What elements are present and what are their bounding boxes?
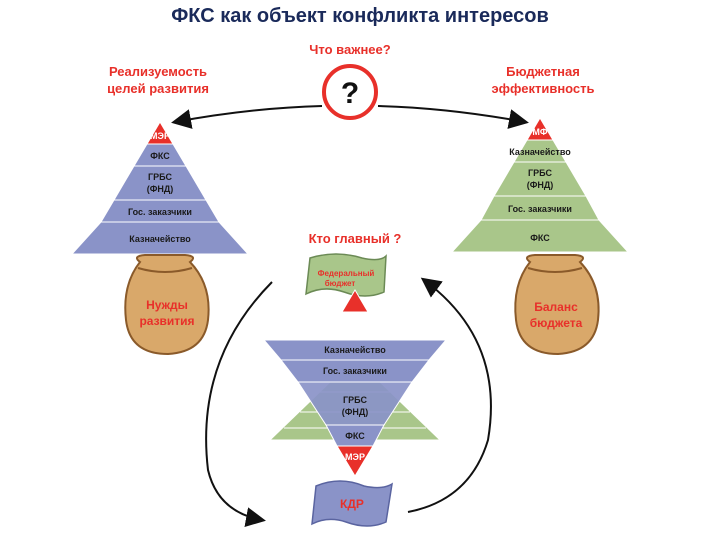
center-tier-fnd: (ФНД)	[342, 407, 369, 417]
federal-budget-scroll: Федеральный бюджет	[305, 253, 387, 297]
left-goal-line1: Реализуемость	[109, 64, 207, 79]
slide-title: ФКС как объект конфликта интересов	[171, 5, 549, 27]
left-pyramid-tier-5	[70, 221, 250, 255]
center-tier-customers: Гос. заказчики	[323, 366, 387, 376]
arrow-right-up	[407, 277, 492, 513]
question-what-important: Что важнее?	[309, 42, 390, 57]
kdr-scroll: КДР	[311, 480, 393, 527]
bag-icon	[124, 254, 210, 356]
center-tier-treasury: Казначейство	[324, 345, 386, 355]
bag-tie-icon	[527, 267, 583, 273]
right-tier-fnd: (ФНД)	[527, 180, 554, 190]
left-bag-line1: Нужды	[146, 298, 188, 312]
left-tier-fnd: (ФНД)	[147, 184, 174, 194]
center-inverted-pyramid: МФ Казначейство Гос. заказчики ГРБС (ФНД…	[262, 289, 448, 477]
scroll-icon	[305, 253, 387, 297]
center-tier-top	[341, 289, 369, 313]
left-tier-treasury: Казначейство	[129, 234, 191, 244]
center-tier-fks: ФКС	[345, 431, 365, 441]
right-goal-line1: Бюджетная	[506, 64, 580, 79]
right-money-bag: Баланс бюджета	[514, 254, 600, 356]
question-mark-icon: ?	[341, 77, 359, 110]
left-tier-fks: ФКС	[150, 151, 170, 161]
arrow-to-right-pyramid	[377, 105, 529, 129]
left-tier-mer: МЭР	[150, 131, 170, 141]
left-tier-grbs: ГРБС	[148, 172, 172, 182]
left-pyramid: МЭР ФКС ГРБС (ФНД) Гос. заказчики Казнач…	[70, 121, 250, 255]
scroll-icon	[311, 480, 393, 527]
right-goal-line2: эффективность	[491, 81, 594, 96]
arrow-left-down	[205, 281, 273, 527]
question-who-main: Кто главный ?	[309, 231, 402, 246]
right-pyramid-tier-5	[450, 219, 630, 253]
right-bag-line1: Баланс	[534, 300, 578, 314]
center-tier-mer: МЭР	[345, 452, 365, 462]
left-money-bag: Нужды развития	[124, 254, 210, 356]
left-bag-line2: развития	[139, 314, 194, 328]
right-bag-line2: бюджета	[530, 316, 583, 330]
bag-icon	[514, 254, 600, 356]
right-tier-mf: МФ	[532, 127, 547, 137]
arrow-to-left-pyramid	[171, 105, 323, 129]
question-circle	[322, 64, 378, 120]
right-tier-fks: ФКС	[530, 233, 550, 243]
left-tier-customers: Гос. заказчики	[128, 207, 192, 217]
bag-tie-icon	[137, 267, 193, 273]
kdr-label: КДР	[340, 497, 364, 511]
right-tier-customers: Гос. заказчики	[508, 204, 572, 214]
fed-budget-line2: бюджет	[325, 279, 356, 288]
fed-budget-line1: Федеральный	[318, 269, 375, 278]
right-tier-treasury: Казначейство	[509, 147, 571, 157]
left-goal-line2: целей развития	[107, 81, 209, 96]
center-tier-bottom	[336, 445, 374, 477]
right-pyramid: МФ Казначейство ГРБС (ФНД) Гос. заказчик…	[450, 117, 630, 253]
center-tier-grbs: ГРБС	[343, 395, 367, 405]
right-tier-grbs: ГРБС	[528, 168, 552, 178]
center-tier-mf: МФ	[347, 322, 362, 332]
